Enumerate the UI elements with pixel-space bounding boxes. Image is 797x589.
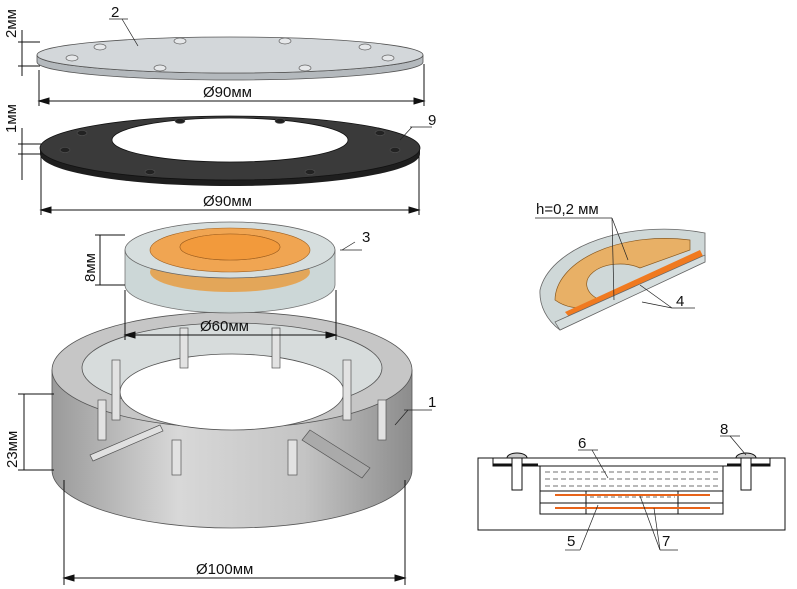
- label-part-3: 3: [362, 229, 370, 246]
- dim-gap-height: h=0,2 мм: [536, 201, 599, 218]
- top-plate: [36, 36, 424, 81]
- label-part-8: 8: [720, 421, 728, 438]
- base-cup: [51, 311, 413, 529]
- dim-insert-diameter: Ø60мм: [200, 318, 249, 335]
- label-part-5: 5: [567, 533, 575, 550]
- label-part-7: 7: [662, 533, 670, 550]
- insert-disc: [124, 221, 336, 314]
- label-part-4: 4: [676, 293, 684, 310]
- cross-section: [477, 452, 786, 531]
- label-part-1: 1: [428, 394, 436, 411]
- insert-half-section: [539, 228, 706, 331]
- dim-plate-diameter: Ø90мм: [203, 84, 252, 101]
- label-part-9: 9: [428, 112, 436, 129]
- dim-insert-height: 8мм: [82, 253, 99, 282]
- dim-gasket-thickness: 1мм: [3, 104, 20, 133]
- label-part-6: 6: [578, 435, 586, 452]
- gasket-ring: [39, 115, 421, 186]
- label-part-2: 2: [111, 4, 119, 21]
- dim-gasket-diameter: Ø90мм: [203, 193, 252, 210]
- dim-base-height: 23мм: [4, 431, 21, 468]
- dim-plate-thickness: 2мм: [3, 9, 20, 38]
- dim-base-diameter: Ø100мм: [196, 561, 253, 578]
